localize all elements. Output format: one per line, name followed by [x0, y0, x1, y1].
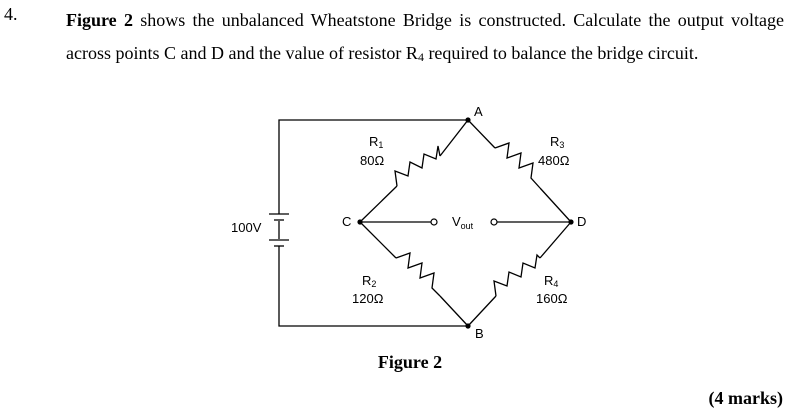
r1-subscript: 1 [378, 140, 383, 150]
wire-bottom [278, 246, 468, 327]
vout-terminal-right [490, 218, 498, 226]
wire-r1-a [439, 119, 469, 157]
r1-value-label: 80Ω [360, 153, 384, 168]
r4-name: R [544, 273, 553, 288]
resistor-r1-zigzag [394, 145, 441, 187]
figure-reference: Figure 2 [66, 10, 133, 30]
question-number: 4. [4, 4, 18, 24]
r1-name: R [369, 134, 378, 149]
node-a-dot [465, 117, 471, 123]
vout-terminal-left [430, 218, 438, 226]
r3-name-label: R3 [550, 134, 564, 150]
resistor-r2-zigzag [395, 252, 441, 297]
wire-r3-d [539, 187, 572, 223]
r2-subscript: 2 [371, 279, 376, 289]
r2-name-label: R2 [362, 273, 376, 289]
node-d-label: D [577, 214, 586, 229]
wire-b-r4 [467, 295, 497, 327]
r4-name-label: R4 [544, 273, 558, 289]
r4-subscript: 4 [553, 279, 558, 289]
r2-name: R [362, 273, 371, 288]
marks-label: (4 marks) [708, 388, 784, 408]
r4-value-label: 160Ω [536, 291, 568, 306]
node-b-label: B [475, 326, 484, 341]
figure-caption: Figure 2 [377, 352, 443, 372]
node-a-label: A [474, 104, 483, 119]
vout-label-main: V [452, 214, 461, 229]
r4-subscript: 4 [417, 50, 424, 64]
question-text: Figure 2 shows the unbalanced Wheatstone… [66, 4, 784, 74]
node-d-dot [568, 219, 574, 225]
wire-a-r3 [467, 119, 496, 149]
node-c-dot [357, 219, 363, 225]
question-text-part2: required to balance the bridge circuit. [423, 43, 699, 63]
r1-name-label: R1 [369, 134, 383, 150]
wire-top [278, 119, 468, 214]
vout-label: Vout [452, 214, 474, 231]
r3-value-label: 480Ω [538, 153, 570, 168]
resistor-r4-zigzag [493, 253, 541, 297]
vout-label-sub: out [461, 221, 474, 231]
r3-name: R [550, 134, 559, 149]
node-c-label: C [342, 214, 351, 229]
source-voltage-label: 100V [231, 220, 262, 235]
r3-subscript: 3 [559, 140, 564, 150]
question-text-part1: shows the unbalanced Wheatstone Bridge i… [66, 10, 784, 63]
node-b-dot [465, 323, 471, 329]
r2-value-label: 120Ω [352, 291, 384, 306]
wire-r4-d [539, 221, 572, 259]
wire-c-r2 [359, 221, 397, 259]
wire-r2-b [439, 295, 469, 327]
resistor-r3-zigzag [494, 142, 541, 189]
wire-c-r1 [359, 185, 398, 223]
